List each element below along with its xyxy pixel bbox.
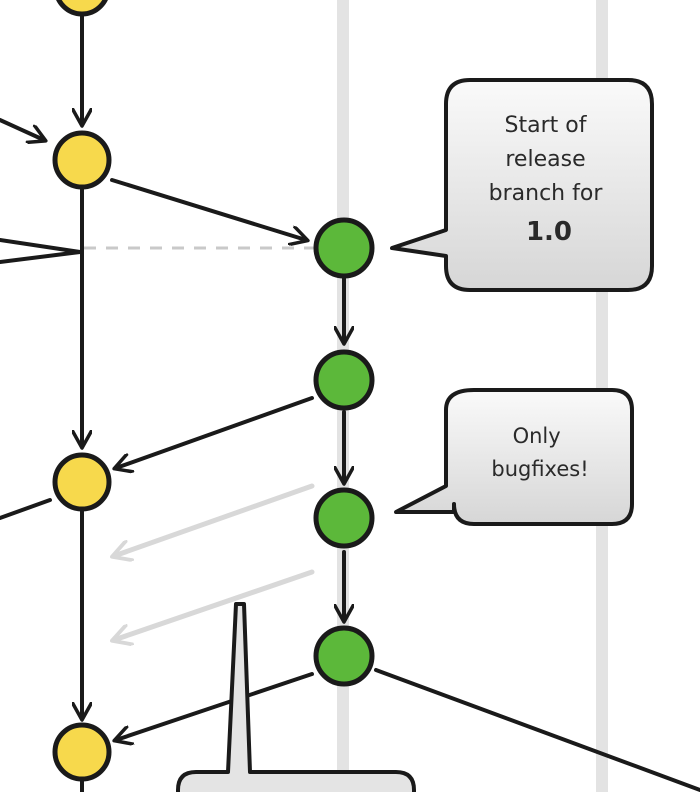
outgoing-edge-left (0, 498, 52, 520)
callout-release-start-line-2: release (505, 147, 585, 172)
merge-back-edge-2 (116, 672, 314, 740)
callout-release-start: Start of release branch for 1.0 (390, 78, 654, 292)
faded-arrow-2 (114, 569, 315, 640)
callout-release-start-version: 1.0 (526, 217, 572, 247)
release-commit-4 (313, 625, 375, 687)
incoming-edges (0, 118, 81, 520)
merge-back-edge-1 (116, 396, 314, 468)
svg-text:Start of release b: Start of release branch for 1.0 (489, 113, 610, 247)
release-commit-2 (313, 349, 375, 411)
incoming-edge-side (0, 238, 81, 264)
callout-bottom-partial-shape (176, 602, 416, 792)
release-commits (313, 217, 375, 687)
faded-arrow-1 (114, 483, 315, 556)
release-branch-edges (110, 178, 700, 792)
svg-text:Only bugfixes!: Only bugfixes! (491, 424, 588, 481)
callout-bottom-partial (176, 602, 416, 792)
release-commit-3 (313, 487, 375, 549)
callout-release-start-shape (390, 78, 654, 292)
develop-commit-2 (52, 452, 112, 512)
faded-arrows (114, 483, 315, 640)
callout-release-start-line-1: Start of (505, 113, 588, 138)
callout-bugfixes-line-2: bugfixes! (491, 457, 588, 481)
callout-bugfixes: Only bugfixes! (394, 388, 634, 526)
develop-commit-1 (52, 130, 112, 190)
develop-commit-3 (52, 722, 112, 782)
release-commit-1 (313, 217, 375, 279)
incoming-edge-feature (0, 118, 44, 140)
callout-release-start-line-3: branch for (489, 181, 604, 206)
callout-bugfixes-shape (394, 388, 634, 526)
develop-commit-top-partial (56, 0, 108, 17)
develop-commits (52, 0, 112, 782)
merge-to-master-edge (374, 668, 700, 792)
branch-off-edge (110, 178, 306, 240)
callout-bugfixes-line-1: Only (513, 424, 561, 448)
